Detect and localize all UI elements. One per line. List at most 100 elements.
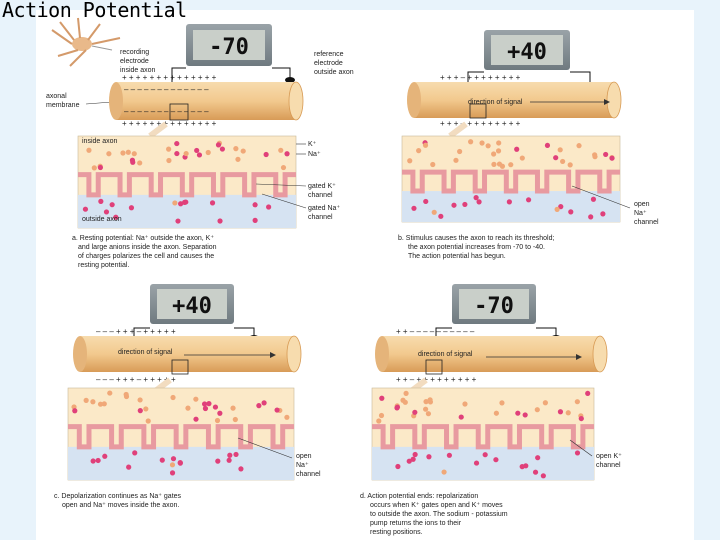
k-ion [425, 411, 432, 417]
na-ion [217, 218, 223, 224]
na-ion [473, 460, 480, 466]
charge-signs: – – – + + + – + + + + + [96, 375, 176, 384]
membrane-detail [401, 135, 621, 223]
k-ion [166, 157, 172, 164]
charge-signs: – – – – – – – – – – – – – [124, 85, 209, 94]
na-ion [519, 464, 525, 470]
na-ion [137, 408, 143, 414]
na-ion [458, 414, 464, 420]
charge-signs: + + + – + + + + + + + + [440, 119, 521, 128]
na-ion [196, 152, 203, 158]
na-ion [482, 452, 488, 458]
na-ion [206, 401, 212, 407]
na-ion [266, 204, 272, 210]
na-ion [588, 214, 594, 220]
k-ion [441, 469, 447, 475]
gated-na-channel-label-2: channel [308, 214, 333, 221]
panel-a: -70 recording electrode inside axon refe… [46, 17, 354, 269]
k-ion [185, 405, 191, 411]
k-ion [101, 401, 107, 407]
k-ion [496, 161, 503, 167]
k-ion [499, 400, 505, 406]
na-ion [522, 412, 528, 418]
charge-signs: + + + – + + + + + + + + [440, 73, 521, 82]
k-ion [131, 151, 137, 157]
direction-of-signal-label: direction of signal [468, 99, 523, 106]
panel-b: +40 + + + – + + + + + + + + + + + – + + … [398, 30, 659, 260]
k-ion [431, 209, 437, 215]
k-ion [233, 146, 239, 152]
na-ion [568, 209, 574, 215]
na-ion [284, 151, 290, 157]
na-ion [219, 146, 226, 152]
caption-line: resting potential. [78, 262, 129, 269]
na-ion [201, 401, 208, 407]
meter-reading: -70 [209, 35, 249, 60]
axon-cylinder [407, 81, 622, 119]
k-ion [495, 148, 502, 154]
direction-of-signal-label: direction of signal [118, 349, 173, 356]
na-ion [130, 159, 136, 165]
na-ion [174, 140, 180, 147]
k-ion [107, 390, 113, 396]
na-ion [540, 473, 546, 479]
k-ion [485, 143, 491, 149]
na-ion [525, 197, 532, 203]
k-ion [519, 155, 525, 161]
na-ion [423, 198, 429, 205]
na-ion [113, 214, 119, 220]
na-ion [132, 450, 138, 456]
charge-signs: – – – + + + – + + + + + [96, 327, 176, 336]
k-ion [280, 164, 287, 171]
charge-signs: + + – + + + + + + + + + [396, 375, 477, 384]
na-ion [194, 147, 200, 154]
axonal-membrane-label-1: axonal [46, 93, 67, 100]
na-ion [181, 199, 188, 205]
na-ion [406, 458, 412, 464]
na-ion [514, 146, 520, 152]
na-ion [193, 416, 199, 422]
na-ion [451, 202, 457, 208]
k-ion [479, 140, 485, 146]
k-ion [416, 148, 422, 154]
gated-k-channel-label-2: channel [308, 192, 333, 199]
membrane-detail [67, 387, 295, 481]
na-ion [252, 217, 258, 223]
na-ion [170, 456, 177, 462]
na-ion [558, 204, 564, 210]
charge-signs: – – – – – – – – – – – – – [124, 107, 209, 116]
axonal-membrane-label-2: membrane [46, 102, 80, 109]
k-ion [457, 148, 463, 155]
na-ion-label: Na⁺ [308, 151, 321, 158]
membrane-detail [77, 135, 297, 229]
k-ion [560, 158, 566, 165]
open-k-channel-label-1: open K⁺ [596, 453, 622, 460]
membrane-detail [371, 387, 595, 481]
na-ion [95, 457, 101, 464]
k-ion [106, 151, 112, 157]
k-ion [137, 397, 143, 403]
k-ion [232, 416, 238, 423]
axon-cylinder [375, 335, 608, 375]
caption-line: a. Resting potential: Na⁺ outside the ax… [72, 235, 214, 242]
k-ion [378, 412, 385, 419]
k-ion [230, 405, 236, 411]
panel-c: +40 – – – + + + – + + + + + – – – + + + … [54, 284, 321, 509]
na-ion [515, 410, 521, 416]
na-ion [476, 199, 482, 205]
k-ion [508, 162, 514, 168]
na-ion [169, 470, 176, 476]
reference-electrode-label-1: reference [314, 51, 344, 58]
na-ion [177, 460, 183, 466]
k-ion [453, 157, 459, 163]
na-ion [233, 451, 239, 458]
na-ion [98, 198, 104, 204]
na-ion [609, 155, 615, 161]
na-ion [252, 202, 258, 208]
k-ion [423, 406, 429, 412]
na-ion [226, 457, 232, 463]
open-na-channel-label-1: open [296, 453, 312, 460]
k-ion [462, 401, 468, 407]
na-ion [506, 199, 512, 205]
meter-reading: -70 [474, 294, 514, 319]
